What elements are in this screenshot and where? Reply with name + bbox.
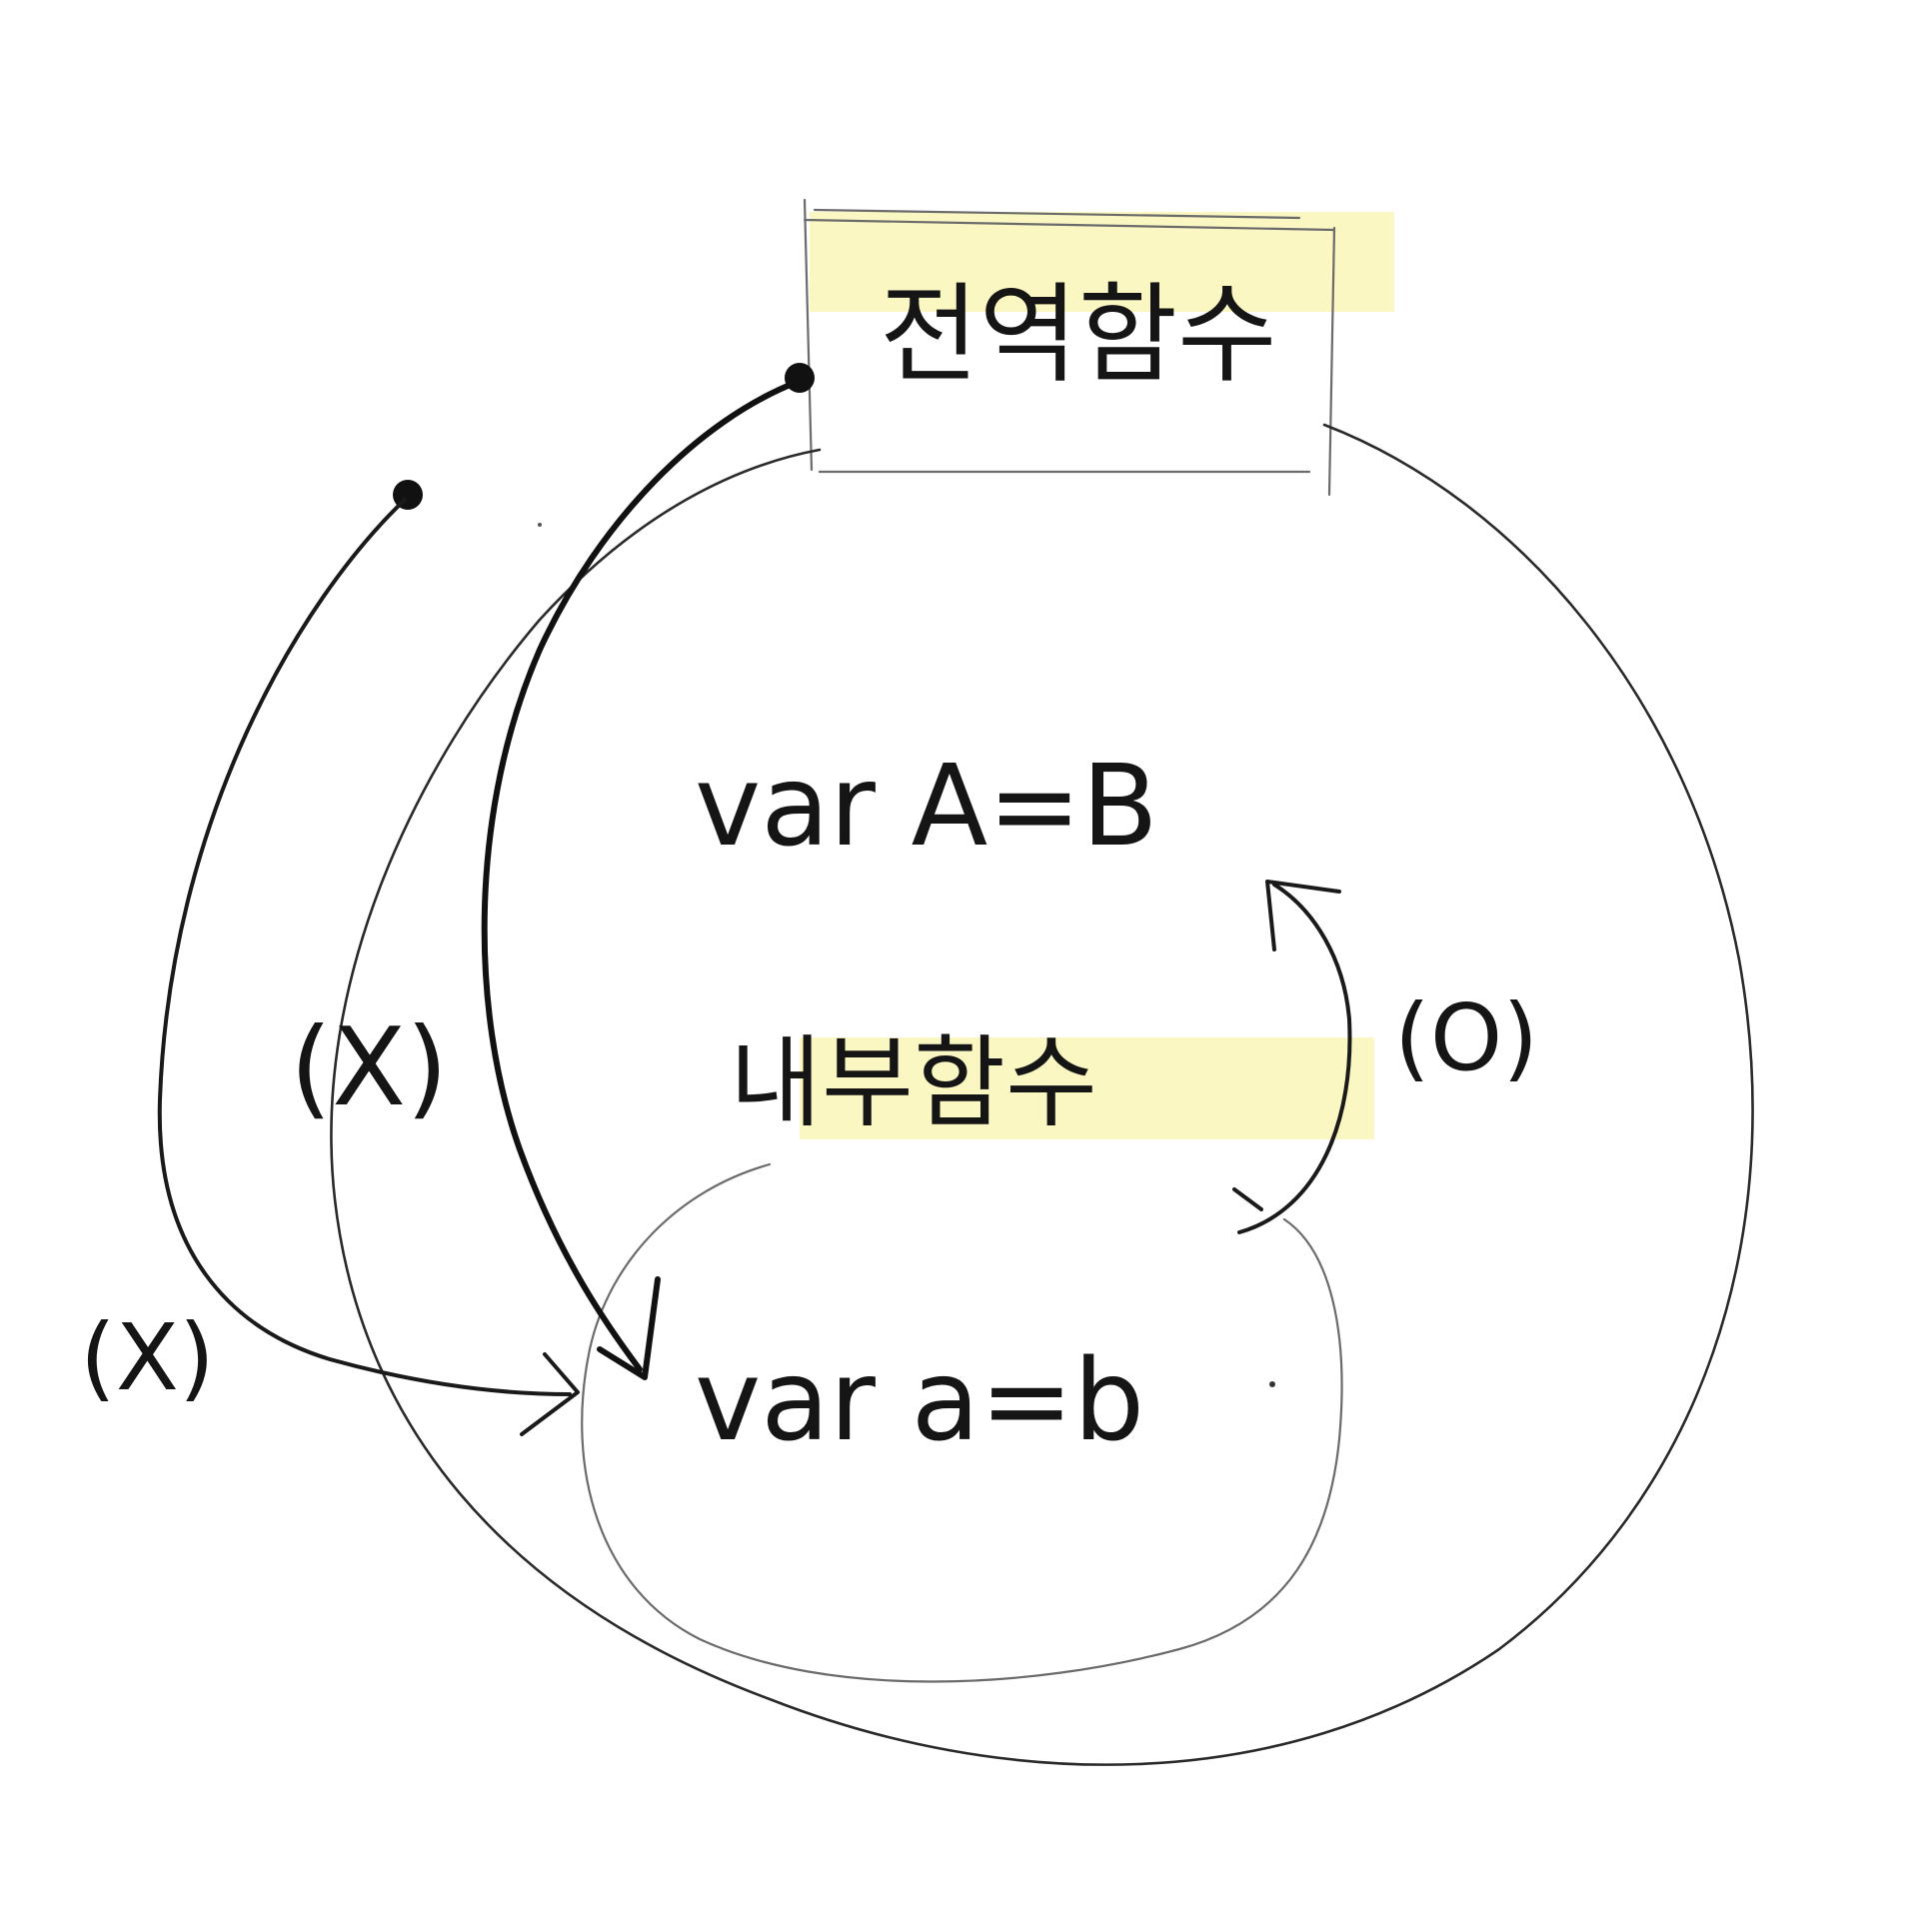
global-scope-label: 전역함수 — [880, 273, 1276, 398]
arrow-2-head — [597, 1276, 661, 1380]
arrow-1-head — [520, 1352, 580, 1436]
arrow-3-tail-tick — [1232, 1187, 1263, 1211]
arrow-inner-to-outer — [1232, 880, 1352, 1234]
arrow-1-path — [157, 498, 572, 1396]
stray-dot-2 — [538, 523, 542, 527]
inner-scope-label: 내부함수 — [730, 1024, 1097, 1141]
arrow-3-head — [1265, 880, 1341, 952]
inner-highlight — [800, 1037, 1374, 1139]
global-box-outline — [803, 198, 1336, 497]
access-mark-inner-to-outer: (O) — [1394, 984, 1538, 1091]
outer-scope-circle — [330, 423, 1754, 1766]
outer-scope-code: var A=B — [695, 742, 1158, 872]
arrow-2-path — [481, 379, 801, 1372]
stray-dot-1 — [1269, 1381, 1275, 1387]
global-scope-box: 전역함수 — [803, 198, 1394, 497]
inner-scope-code: var a=b — [695, 1336, 1144, 1466]
inner-scope-label-group: 내부함수 — [730, 1024, 1374, 1141]
arrow-outer-to-inner-2 — [481, 363, 815, 1380]
inner-scope-circle — [581, 1162, 1343, 1683]
arrow-3-path — [1237, 883, 1352, 1234]
access-mark-outer-to-inner-1: (X) — [80, 1304, 215, 1411]
arrow-outer-to-inner-1 — [157, 480, 580, 1436]
access-mark-outer-to-inner-2: (X) — [290, 1005, 448, 1130]
